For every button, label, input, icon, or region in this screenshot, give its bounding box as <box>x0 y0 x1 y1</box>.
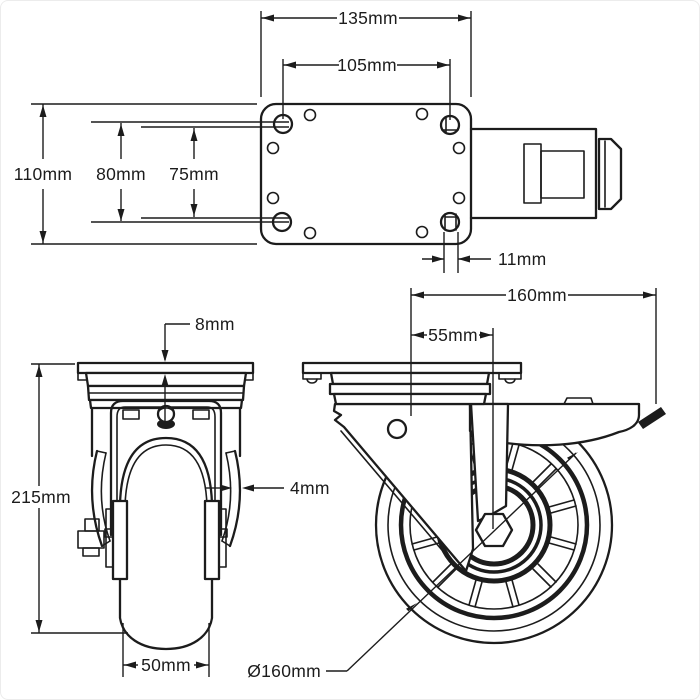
top-plate-edge <box>76 361 255 375</box>
fork-legs-front <box>105 499 227 581</box>
brake-arm-housing <box>468 402 641 447</box>
swivel-head-side <box>328 371 492 406</box>
slot-mark <box>441 116 459 133</box>
housing-tab <box>563 397 594 405</box>
pedal-tip <box>597 137 623 211</box>
dim-wheel-width: 50mm <box>122 623 210 677</box>
plate-bolt-bumps-side <box>306 372 516 384</box>
small-hole <box>415 225 429 239</box>
brake-housing-outline <box>469 127 598 220</box>
fork-braces <box>90 449 242 548</box>
dim-label-overall-height: 215mm <box>11 487 71 507</box>
kingpin-strip <box>469 402 510 523</box>
dim-overall-height: 215mm <box>11 363 128 634</box>
brake-pedal-top <box>469 127 623 220</box>
top-plate-edge-side <box>301 361 523 375</box>
dim-label-hole-spacing-y: 80mm <box>96 164 146 184</box>
dim-label-fork-thickness: 4mm <box>290 478 330 498</box>
small-hole <box>452 141 466 155</box>
wheel-front-outline <box>118 436 214 651</box>
fork-side-inner-edge <box>340 430 459 570</box>
slot-mark <box>444 213 457 231</box>
dim-fork-thickness: 4mm <box>206 478 330 498</box>
dim-label-swivel-offset: 55mm <box>428 325 478 345</box>
dim-plate-width: 135mm <box>260 8 472 97</box>
fork-hole <box>386 418 408 440</box>
dim-hole-spacing-y-alt: 75mm <box>141 126 289 219</box>
dim-label-hole-spacing-x: 105mm <box>337 55 397 75</box>
wheel-front-inner-line <box>124 444 208 507</box>
dim-overall-length: 160mm <box>410 285 657 416</box>
dim-label-wheel-width: 50mm <box>141 655 191 675</box>
small-hole <box>415 107 429 121</box>
brake-lever-front <box>77 518 105 557</box>
dim-hole-spacing-y: 80mm <box>91 121 289 223</box>
small-hole <box>303 108 317 122</box>
small-hole <box>452 191 466 205</box>
pedal-plate <box>540 150 585 199</box>
dim-label-plate-thickness: 8mm <box>195 314 235 334</box>
dim-label-slot-width: 11mm <box>498 249 547 269</box>
mounting-plate-outline <box>259 102 473 246</box>
dim-plate-depth: 110mm <box>14 103 257 245</box>
leader-arrow <box>406 603 417 614</box>
side-view: 160mm 55mm Ø160mm <box>247 285 666 681</box>
kingpin-fitting <box>156 404 176 429</box>
corner-hole <box>439 211 461 233</box>
top-view: 135mm 105mm 110mm 80mm 75mm <box>14 8 623 273</box>
dim-swivel-offset: 55mm <box>411 325 494 529</box>
front-view: 8mm 215mm 4mm 50mm <box>11 314 330 677</box>
plate-end-tabs <box>302 372 522 380</box>
small-hole <box>266 191 280 205</box>
dim-hole-spacing-x: 105mm <box>282 55 451 120</box>
dim-wheel-diameter: Ø160mm <box>247 452 578 681</box>
dim-label-wheel-diameter: Ø160mm <box>247 661 321 681</box>
plate-holes <box>266 107 466 240</box>
yoke-tab <box>192 409 210 420</box>
leader-arrow <box>567 452 578 463</box>
dim-label-overall-length: 160mm <box>507 285 567 305</box>
dim-slot-width: 11mm <box>422 232 547 273</box>
dim-label-plate-depth: 110mm <box>14 164 73 184</box>
fork-side-plate <box>332 402 475 573</box>
dim-plate-thickness: 8mm <box>161 314 235 421</box>
yoke-tab <box>122 409 140 420</box>
small-hole <box>266 141 280 155</box>
dim-label-hole-spacing-y-alt: 75mm <box>169 164 219 184</box>
pedal-bar <box>523 143 542 204</box>
brake-pedal-side <box>638 407 666 429</box>
small-hole <box>303 226 317 240</box>
dim-label-plate-width: 135mm <box>338 8 398 28</box>
